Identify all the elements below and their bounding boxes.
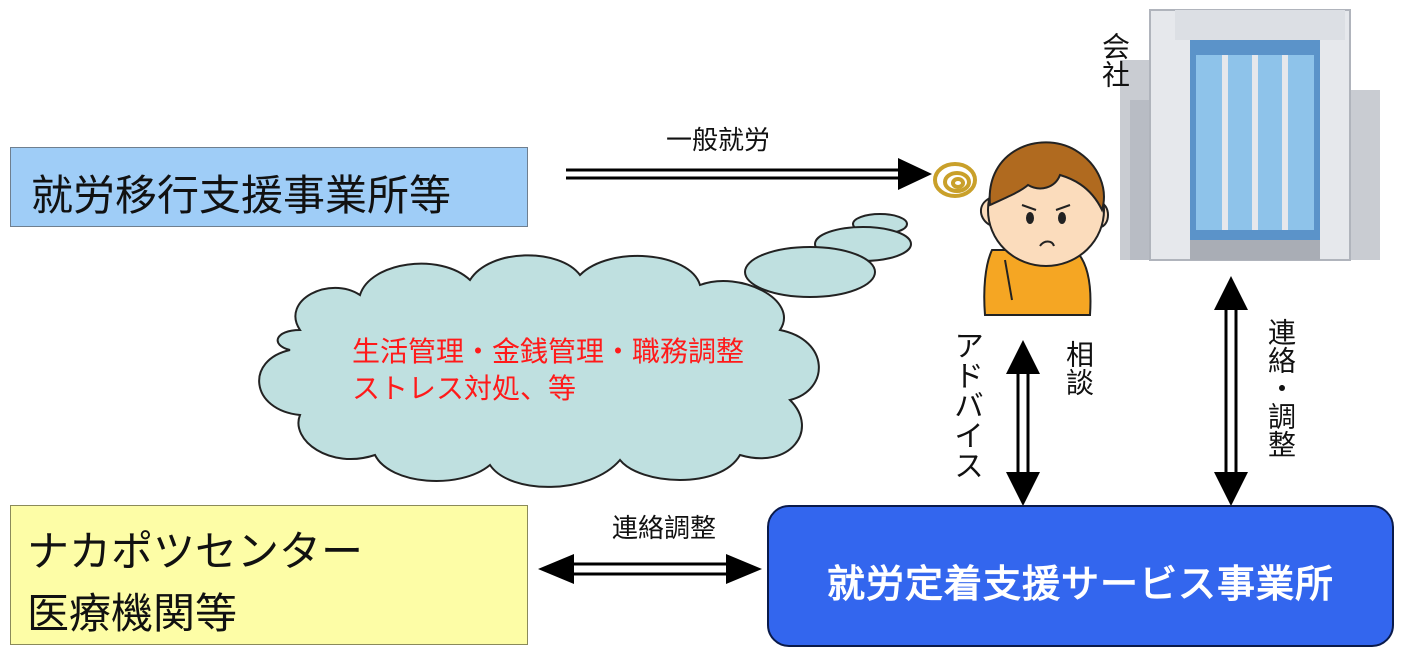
nakapotsu-box: ナカポツセンター 医療機関等 [10, 505, 528, 645]
transition-support-box: 就労移行支援事業所等 [10, 147, 528, 227]
general-employment-arrow [566, 158, 932, 190]
retention-service-label: 就労定着支援サービス事業所 [826, 562, 1334, 606]
consult-arrow-vertical [1006, 340, 1040, 506]
contact-adjust-vertical-label: 連絡・調整 [1264, 318, 1297, 458]
contact-arrow-vertical [1214, 276, 1248, 506]
transition-support-label: 就労移行支援事業所等 [31, 171, 452, 220]
thought-cloud [258, 213, 912, 488]
company-label: 会社 [1098, 32, 1131, 88]
contact-adjust-horizontal-label: 連絡調整 [612, 514, 717, 544]
nakapotsu-label-line2: 医療機関等 [27, 589, 238, 638]
general-employment-label: 一般就労 [666, 126, 771, 156]
contact-arrow-horizontal [538, 554, 762, 584]
advice-label: アドバイス [948, 330, 983, 480]
worried-person-icon [933, 141, 1109, 316]
retention-service-box: 就労定着支援サービス事業所 [767, 505, 1394, 647]
office-building-icon [1120, 9, 1380, 261]
consultation-label: 相談 [1062, 340, 1095, 396]
cloud-text-line1: 生活管理・金銭管理・職務調整 [352, 335, 745, 368]
cloud-text-line2: ストレス対処、等 [352, 372, 577, 405]
nakapotsu-label-line1: ナカポツセンター [27, 527, 364, 576]
